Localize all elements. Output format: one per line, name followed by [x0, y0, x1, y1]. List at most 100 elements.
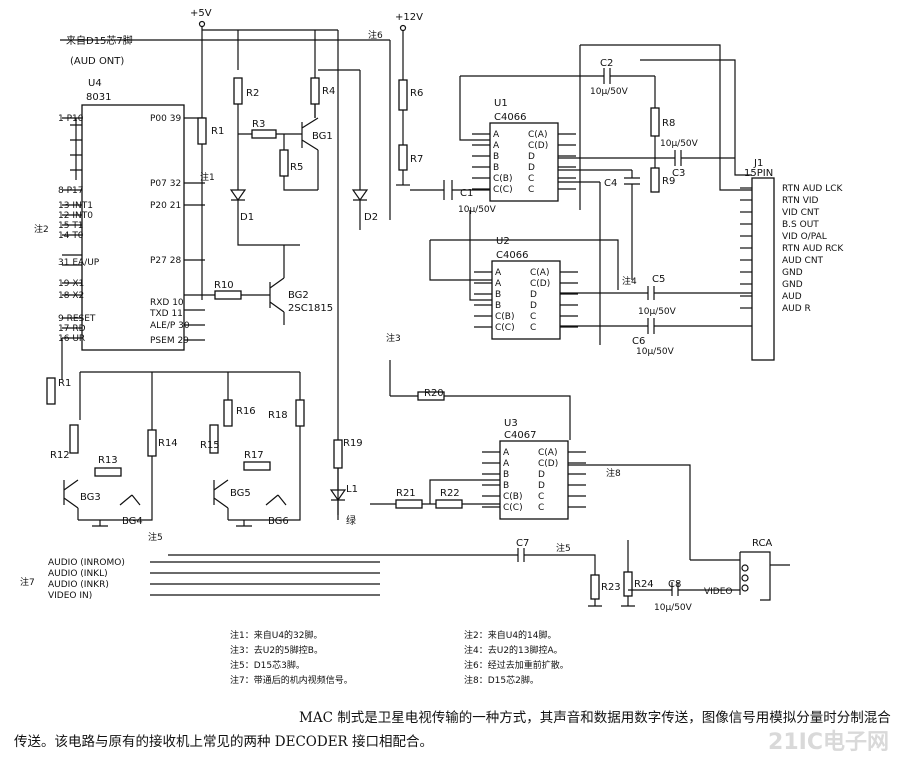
c8-label: C8	[668, 579, 681, 590]
u4-left-pin: 16 UR	[58, 334, 85, 344]
bg3-label: BG3	[80, 492, 101, 503]
u4-right-pin: RXD 10	[150, 298, 184, 308]
c4-label: C4	[604, 178, 617, 189]
u3-right-pin: C(D)	[538, 459, 558, 469]
u4-part: 8031	[86, 92, 111, 103]
u2-left-pin: B	[495, 301, 501, 311]
u1-right-pin: C(D)	[528, 141, 548, 151]
rca-video-label: VIDEO	[704, 587, 733, 597]
u2-right-pin: D	[530, 290, 537, 300]
r21-label: R21	[396, 488, 416, 499]
u1-part: C4066	[494, 112, 526, 123]
r22-label: R22	[440, 488, 460, 499]
bg2-label: BG2	[288, 290, 309, 301]
r18-label: R18	[268, 410, 288, 421]
u3-right-pin: C	[538, 492, 544, 502]
r5-label: R5	[290, 162, 303, 173]
r23-label: R23	[601, 582, 621, 593]
u4-chip	[81, 104, 185, 351]
r7-label: R7	[410, 154, 423, 165]
bg2-type: 2SC1815	[288, 303, 333, 314]
r10-label: R10	[214, 280, 234, 291]
r20-label: R20	[424, 388, 444, 399]
j1-pin-label: RTN AUD LCK	[782, 184, 844, 194]
u4-left-pin: 18 X2	[58, 291, 84, 301]
r2-label: R2	[246, 88, 259, 99]
r24-label: R24	[634, 579, 654, 590]
supply-12v: +12V	[395, 12, 423, 23]
u1-left-pin: B	[493, 163, 499, 173]
u4-name: U4	[88, 78, 102, 89]
bg1-label: BG1	[312, 131, 333, 142]
input-label: AUDIO (INKL)	[48, 569, 108, 579]
j1-pin-label: AUD	[782, 292, 802, 302]
u3-right-pin: C(A)	[538, 448, 557, 458]
supply-5v: +5V	[190, 8, 212, 19]
r17-label: R17	[244, 450, 264, 461]
j1-pin-label: GND	[782, 280, 803, 290]
u4-left-pin: 15 T1	[58, 221, 84, 231]
u2-part: C4066	[496, 250, 528, 261]
u2-left-pin: B	[495, 290, 501, 300]
rca-label: RCA	[752, 538, 772, 549]
legend-note2: 注2：来自U4的14脚。	[464, 629, 557, 641]
u1-left-pin: A	[493, 130, 500, 140]
c5-label: C5	[652, 274, 665, 285]
u2-right-pin: C	[530, 312, 536, 322]
u2-right-pin: C	[530, 323, 536, 333]
j1-pin-label: RTN VID	[782, 196, 819, 206]
u3-left-pin: A	[503, 459, 510, 469]
c2-value: 10μ/50V	[590, 87, 629, 97]
bg6-label: BG6	[268, 516, 289, 527]
legend-note3: 注3：去U2的5脚控B。	[230, 644, 323, 656]
j1-pin-label: RTN AUD RCK	[782, 244, 844, 254]
u1-right-pin: C	[528, 185, 534, 195]
u3-part: C4067	[504, 430, 536, 441]
note5-inline-b: 注5	[556, 542, 571, 554]
j1-type: 15PIN	[744, 168, 773, 179]
top-input-sub: (AUD ONT)	[70, 56, 124, 67]
note6-inline: 注6	[368, 29, 383, 41]
note3-inline: 注3	[386, 332, 401, 344]
legend-note1: 注1：来自U4的32脚。	[230, 629, 323, 641]
c6-value: 10μ/50V	[636, 347, 675, 357]
r16-label: R16	[236, 406, 256, 417]
u2-right-pin: C(D)	[530, 279, 550, 289]
u4-left-pin: 19 X1	[58, 279, 84, 289]
r13-label: R13	[98, 455, 118, 466]
j1-pin-label: VID CNT	[782, 208, 820, 218]
u3-left-pin: B	[503, 481, 509, 491]
legend-note4: 注4：去U2的13脚控A。	[464, 644, 563, 656]
u4-left-pin: 14 T0	[58, 231, 84, 241]
r4-label: R4	[322, 86, 335, 97]
bg5-label: BG5	[230, 488, 251, 499]
l1-label: L1	[346, 484, 358, 495]
j1-pin-label: AUD CNT	[782, 256, 824, 266]
input-label: AUDIO (INKR)	[48, 580, 109, 590]
j1-pin-label: AUD R	[782, 304, 811, 314]
circuit-schematic: 来自D15芯7脚 (AUD ONT) +5V +12V 注6 U4 8031 1…	[20, 8, 844, 686]
r1-label: R1	[211, 126, 224, 137]
c3-value: 10μ/50V	[660, 139, 699, 149]
u3-left-pin: C(B)	[503, 492, 522, 502]
u4-left-pin: 12 INT0	[58, 211, 93, 221]
c7-label: C7	[516, 538, 529, 549]
u4-left-pin: 8 P17	[58, 186, 83, 196]
input-label: VIDEO IN)	[48, 591, 92, 601]
u3-left-pin: A	[503, 448, 510, 458]
u4-right-pin: P20 21	[150, 201, 181, 211]
u4-right-pin: PSEM 29	[150, 336, 189, 346]
u3-left-pin: B	[503, 470, 509, 480]
u3-right-pin: C	[538, 503, 544, 513]
u1-left-pin: C(B)	[493, 174, 512, 184]
u4-right-pin: ALE/P 30	[150, 321, 190, 331]
u4-right-pin: TXD 11	[149, 309, 183, 319]
u2-left-pin: A	[495, 279, 502, 289]
site-watermark: 21IC电子网	[768, 730, 889, 755]
c2-label: C2	[600, 58, 613, 69]
u1-right-pin: D	[528, 163, 535, 173]
u1-right-pin: D	[528, 152, 535, 162]
r9-label: R9	[662, 176, 675, 187]
u3-left-pin: C(C)	[503, 503, 523, 513]
